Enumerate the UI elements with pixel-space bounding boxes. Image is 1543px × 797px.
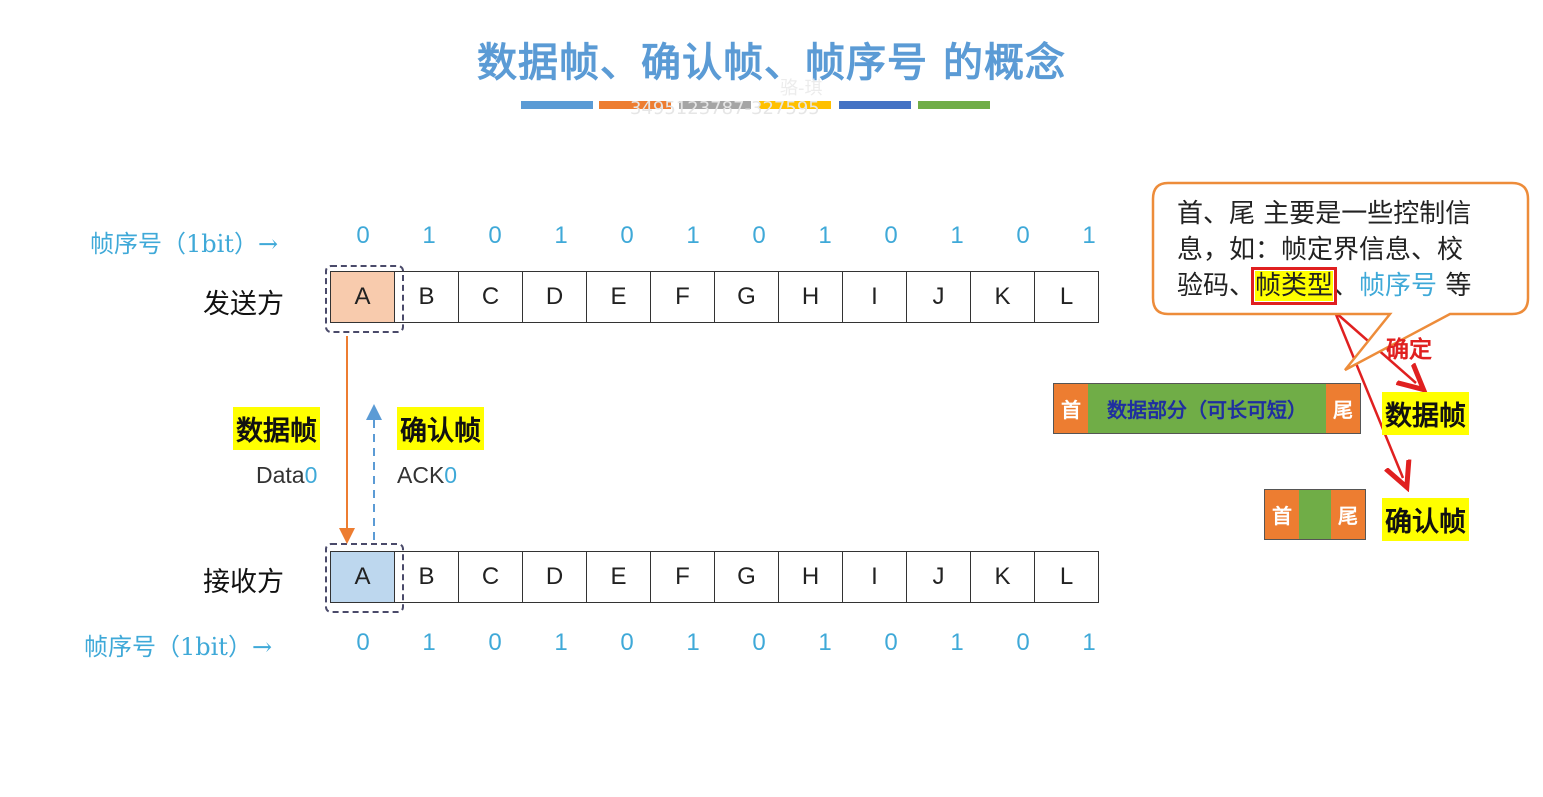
receiver-frame-cell: I: [842, 551, 907, 603]
seq-digit: 1: [950, 629, 964, 656]
sender-frame-cell: L: [1034, 271, 1099, 323]
seq-digit: 1: [422, 629, 436, 656]
ack-frame-body: [1299, 490, 1331, 539]
ack-frame-label: 确认帧: [397, 407, 484, 450]
sender-frame-cell: D: [522, 271, 587, 323]
sender-frame-cell: E: [586, 271, 651, 323]
data-frame-head: 首: [1054, 384, 1088, 433]
seq-digit: 1: [1082, 222, 1096, 249]
receiver-seq-label: 帧序号（1bit）→: [84, 633, 273, 661]
sender-seq-label: 帧序号（1bit）→: [90, 230, 279, 258]
receiver-frame-cell: C: [458, 551, 523, 603]
determine-label: 确定: [1386, 337, 1432, 363]
receiver-frame-cell: G: [714, 551, 779, 603]
receiver-label: 接收方: [203, 567, 284, 598]
seq-digit: 0: [752, 222, 766, 249]
speech-bubble-shape: [1151, 181, 1530, 372]
data-frame-label: 数据帧: [233, 407, 320, 450]
seq-digit: 0: [884, 222, 898, 249]
data0-text: Data0: [256, 462, 317, 489]
ack-frame-structure: 首 尾: [1264, 489, 1366, 540]
sender-frame-cell: B: [394, 271, 459, 323]
seq-digit: 1: [818, 222, 832, 249]
data-frame-body: 数据部分（可长可短）: [1088, 384, 1326, 433]
ack0-seq: 0: [444, 462, 458, 488]
seq-digit: 0: [752, 629, 766, 656]
page-title: 数据帧、确认帧、帧序号 的概念: [477, 40, 1066, 86]
frame-type-highlight: 帧类型: [1251, 267, 1338, 305]
watermark-name: 骆-琪: [780, 78, 823, 99]
receiver-frame-cell: D: [522, 551, 587, 603]
sender-frame-cell: H: [778, 271, 843, 323]
ack-frame-head: 首: [1265, 490, 1299, 539]
receiver-frame-cell: H: [778, 551, 843, 603]
receiver-frame-cell: A: [330, 551, 395, 603]
receiver-frame-cell: F: [650, 551, 715, 603]
sender-seq-numbers: 0 1 0 1 0 1 0 1 0 1 0 1: [330, 222, 1122, 250]
determine-arrow-ack: [1333, 311, 1403, 478]
bubble-text: 首、尾 主要是一些控制信 息，如：帧定界信息、校 验码、帧类型、帧序号 等: [1177, 196, 1522, 305]
seq-digit: 0: [488, 629, 502, 656]
color-bar-5: [839, 101, 911, 109]
seq-digit: 1: [554, 222, 568, 249]
seq-digit: 1: [686, 222, 700, 249]
sender-frame-cell: C: [458, 271, 523, 323]
data0-word: Data: [256, 462, 305, 488]
seq-digit: 0: [1016, 629, 1030, 656]
color-bar-6: [918, 101, 990, 109]
data-frame-type-label: 数据帧: [1382, 392, 1469, 435]
sender-frame-cell: F: [650, 271, 715, 323]
receiver-seq-numbers: 0 1 0 1 0 1 0 1 0 1 0 1: [330, 629, 1122, 657]
sender-label: 发送方: [203, 289, 284, 320]
ack0-text: ACK0: [397, 462, 457, 489]
bubble-line3-pre: 验码、: [1177, 271, 1256, 301]
data0-seq: 0: [304, 462, 318, 488]
receiver-frame-cell: B: [394, 551, 459, 603]
seq-digit: 1: [950, 222, 964, 249]
color-bar-2: [599, 101, 671, 109]
color-bar-3: [679, 101, 751, 109]
seq-digit: 1: [1082, 629, 1096, 656]
receiver-frame-cell: K: [970, 551, 1035, 603]
sender-frame-cell: J: [906, 271, 971, 323]
receiver-frame-row: A B C D E F G H I J K L: [330, 551, 1099, 603]
seq-digit: 0: [1016, 222, 1030, 249]
watermark-id: 3495123787-327595: [630, 98, 820, 119]
ack-frame-tail: 尾: [1331, 490, 1365, 539]
data-frame-structure: 首 数据部分（可长可短） 尾: [1053, 383, 1361, 434]
seq-digit: 0: [356, 629, 370, 656]
sender-frame-row: A B C D E F G H I J K L: [330, 271, 1099, 323]
bubble-line3-post: 等: [1437, 271, 1472, 301]
seq-digit: 1: [818, 629, 832, 656]
sender-window-outline: [325, 265, 404, 333]
frame-seq-blue: 帧序号: [1359, 271, 1438, 301]
ack0-word: ACK: [397, 462, 445, 488]
bubble-line3-mid: 、: [1333, 271, 1360, 301]
seq-digit: 0: [620, 222, 634, 249]
seq-digit: 0: [488, 222, 502, 249]
receiver-frame-cell: L: [1034, 551, 1099, 603]
seq-digit: 1: [686, 629, 700, 656]
sender-frame-cell: K: [970, 271, 1035, 323]
seq-digit: 0: [620, 629, 634, 656]
bubble-line-3: 验码、帧类型、帧序号 等: [1177, 267, 1522, 305]
receiver-window-outline: [325, 543, 404, 613]
seq-digit: 0: [356, 222, 370, 249]
seq-digit: 1: [554, 629, 568, 656]
ack-frame-type-label: 确认帧: [1382, 498, 1469, 541]
receiver-frame-cell: J: [906, 551, 971, 603]
color-bar-4: [759, 101, 831, 109]
bubble-line-1: 首、尾 主要是一些控制信: [1177, 199, 1472, 229]
sender-frame-cell: G: [714, 271, 779, 323]
bubble-line-2: 息，如：帧定界信息、校: [1177, 235, 1464, 265]
seq-digit: 0: [884, 629, 898, 656]
sender-frame-cell: I: [842, 271, 907, 323]
data-frame-tail: 尾: [1326, 384, 1360, 433]
color-bar-1: [521, 101, 593, 109]
receiver-frame-cell: E: [586, 551, 651, 603]
seq-digit: 1: [422, 222, 436, 249]
